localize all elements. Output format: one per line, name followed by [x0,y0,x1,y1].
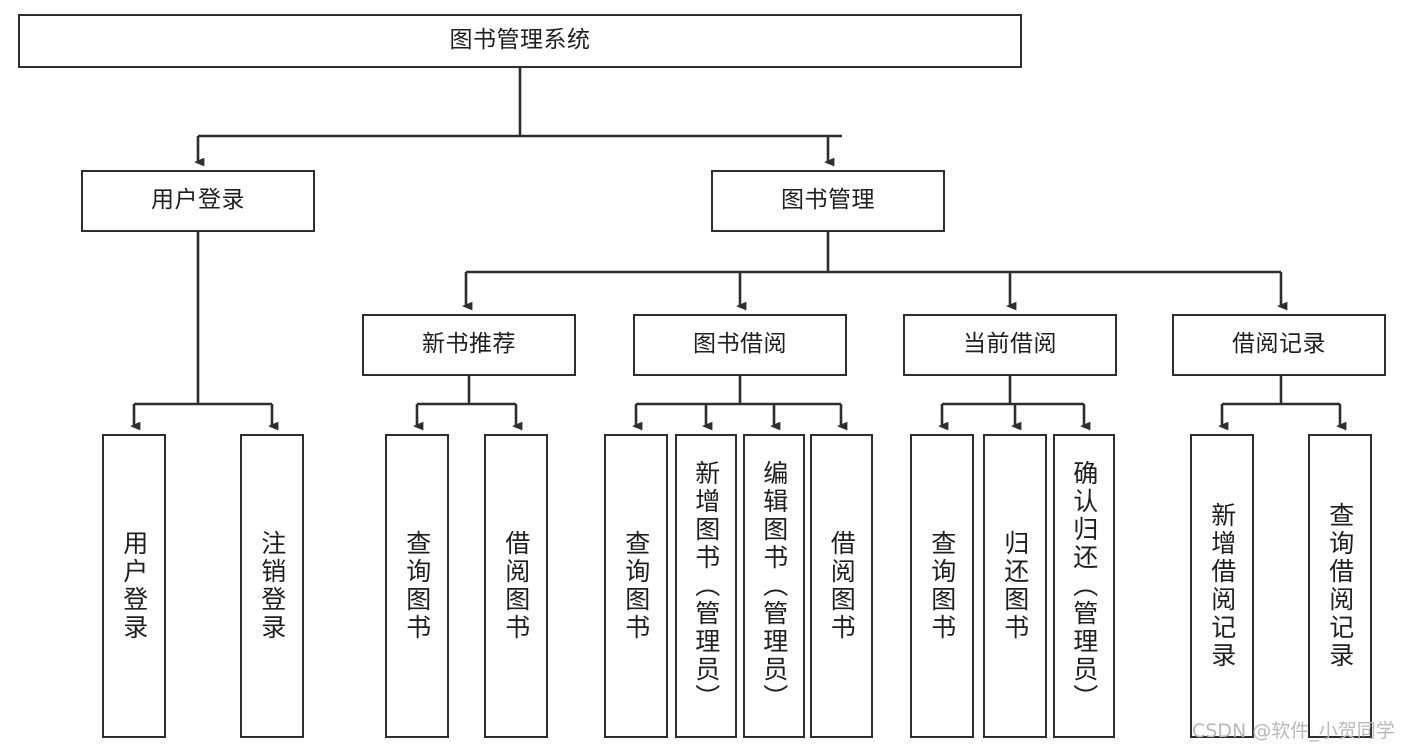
node-leaf-logout-label: 注销登录 [257,530,287,642]
node-leaf-user-login[interactable]: 用户登录 [102,434,166,738]
node-leaf-borrow-book-1-label: 借阅图书 [501,530,531,642]
node-leaf-borrow-book-1[interactable]: 借阅图书 [484,434,548,738]
node-leaf-add-record[interactable]: 新增借阅记录 [1190,434,1254,738]
node-leaf-logout[interactable]: 注销登录 [240,434,304,738]
node-book-manage[interactable]: 图书管理 [711,170,945,232]
node-borrow-record[interactable]: 借阅记录 [1172,314,1386,376]
node-leaf-return-book[interactable]: 归还图书 [983,434,1047,738]
node-user-login[interactable]: 用户登录 [81,170,315,232]
node-new-book-rec-label: 新书推荐 [422,331,516,358]
node-leaf-borrow-book-2[interactable]: 借阅图书 [810,434,873,738]
node-leaf-query-book-1[interactable]: 查询图书 [385,434,449,738]
node-user-login-label: 用户登录 [151,187,245,214]
node-root[interactable]: 图书管理系统 [18,14,1022,68]
node-leaf-borrow-book-2-label: 借阅图书 [827,530,857,642]
node-current-borrow[interactable]: 当前借阅 [903,314,1117,376]
node-leaf-return-book-label: 归还图书 [1000,530,1030,642]
node-root-label: 图书管理系统 [449,27,591,54]
node-leaf-query-record-label: 查询借阅记录 [1325,502,1355,670]
node-leaf-add-book-label: 新增图书（管理员） [691,460,721,712]
node-leaf-query-book-1-label: 查询图书 [402,530,432,642]
node-leaf-user-login-label: 用户登录 [119,530,149,642]
node-leaf-query-book-3[interactable]: 查询图书 [910,434,974,738]
node-book-manage-label: 图书管理 [781,187,875,214]
node-leaf-query-book-2-label: 查询图书 [621,530,651,642]
node-leaf-confirm-return[interactable]: 确认归还（管理员） [1053,434,1115,738]
node-book-borrow-label: 图书借阅 [693,331,787,358]
node-leaf-add-record-label: 新增借阅记录 [1207,502,1237,670]
node-leaf-query-book-3-label: 查询图书 [927,530,957,642]
node-borrow-record-label: 借阅记录 [1232,331,1326,358]
node-leaf-edit-book-label: 编辑图书（管理员） [759,460,789,712]
node-leaf-confirm-return-label: 确认归还（管理员） [1069,460,1099,712]
csdn-watermark: CSDN @软件_小贺同学 [1192,720,1395,742]
node-leaf-add-book[interactable]: 新增图书（管理员） [675,434,737,738]
node-leaf-query-record[interactable]: 查询借阅记录 [1308,434,1372,738]
node-book-borrow[interactable]: 图书借阅 [633,314,847,376]
node-leaf-edit-book[interactable]: 编辑图书（管理员） [743,434,805,738]
node-new-book-rec[interactable]: 新书推荐 [362,314,576,376]
node-leaf-query-book-2[interactable]: 查询图书 [604,434,668,738]
node-current-borrow-label: 当前借阅 [963,331,1057,358]
